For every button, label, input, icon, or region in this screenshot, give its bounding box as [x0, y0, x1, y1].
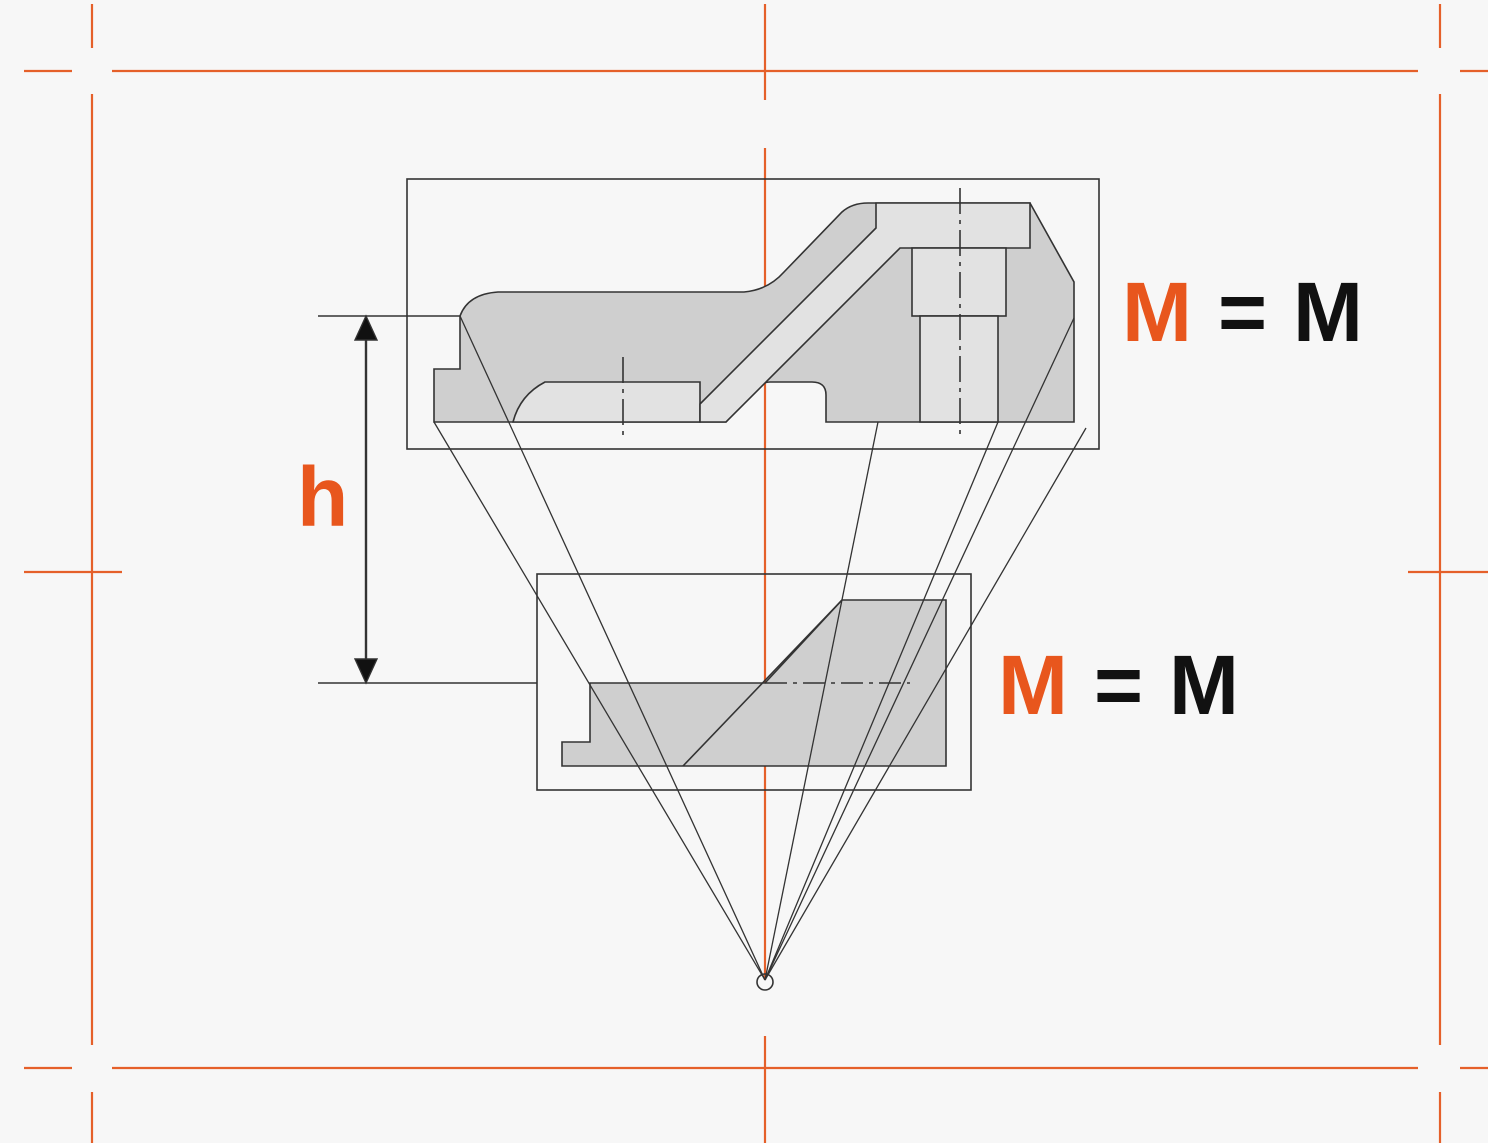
top-view-frame: [406, 178, 1100, 450]
bottom-equation-sign: =: [1093, 638, 1144, 732]
top-equation-right: M: [1293, 265, 1364, 359]
arrow-down-icon: [353, 658, 379, 685]
arrow-up-icon: [353, 314, 379, 341]
bottom-view-frame: [536, 573, 972, 791]
projection-ray: [764, 317, 1075, 981]
top-equation: M=M: [1122, 270, 1363, 354]
projection-ray: [459, 315, 766, 981]
projection-rays: [433, 315, 1087, 981]
bottom-part-view: [536, 573, 972, 791]
height-dimension: [318, 314, 537, 685]
top-part-inner-slot: [511, 381, 701, 423]
top-part-view: [406, 178, 1100, 450]
bottom-part-diagonal: [682, 599, 843, 767]
eye-point: [756, 973, 774, 991]
top-part-slope-band: [699, 202, 1031, 423]
top-part-shaft: [919, 315, 999, 423]
frame-lines: [24, 4, 1488, 1143]
height-label-text: h: [297, 450, 349, 544]
top-part-bore: [911, 247, 1007, 317]
top-equation-sign: =: [1217, 265, 1268, 359]
projection-ray: [433, 421, 766, 981]
projection-ray: [764, 427, 1087, 981]
bottom-equation-left: M: [998, 638, 1068, 732]
top-equation-left: M: [1122, 265, 1192, 359]
bottom-equation-right: M: [1169, 638, 1240, 732]
projection-ray: [764, 421, 879, 981]
bottom-equation: M=M: [998, 643, 1239, 727]
projection-ray: [764, 421, 999, 981]
height-label: h: [297, 455, 348, 539]
